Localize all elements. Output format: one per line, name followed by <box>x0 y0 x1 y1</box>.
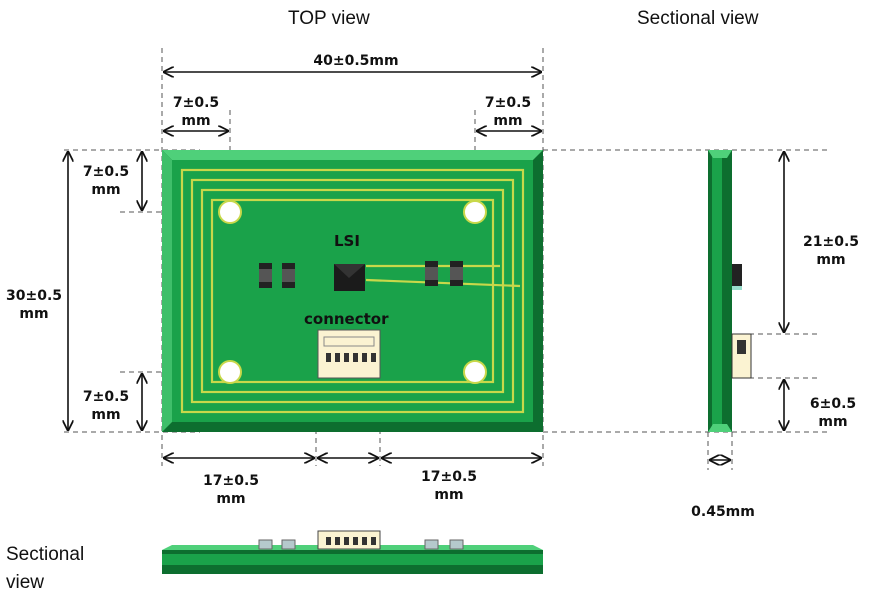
top-view-title: TOP view <box>288 8 370 29</box>
dim-left-hole-x-label: 7±0.5 mm <box>162 94 230 130</box>
dim-side-top-to-connector-unit: mm <box>816 252 846 268</box>
dim-left-to-connector-unit: mm <box>216 491 246 507</box>
dim-top-hole-y-value: 7±0.5 <box>82 164 130 180</box>
dim-side-top-to-connector-label: 21±0.5 mm <box>796 233 866 269</box>
dim-left-hole-x-unit: mm <box>181 113 211 129</box>
dim-connector-to-right-value: 17±0.5 <box>420 469 477 485</box>
dim-side-top-to-connector-value: 21±0.5 <box>802 234 859 250</box>
connector-label: connector <box>304 310 389 328</box>
sectional-view-title-bottom-line1: Sectional <box>6 544 85 565</box>
top-view-board <box>162 150 543 432</box>
bottom-section-board <box>162 530 543 574</box>
dim-left-hole-x-value: 7±0.5 <box>172 95 220 111</box>
lsi-chip <box>334 264 365 291</box>
connector-top <box>317 329 381 379</box>
sectional-view-title-bottom-line2: view <box>6 572 45 593</box>
smd-components <box>259 261 463 288</box>
dim-right-hole-x-value: 7±0.5 <box>484 95 532 111</box>
dim-connector-to-right-label: 17±0.5 mm <box>404 468 494 504</box>
dim-width-label: 40±0.5mm <box>313 53 399 69</box>
dim-right-hole-x-unit: mm <box>493 113 523 129</box>
dim-bottom-hole-y-label: 7±0.5 mm <box>74 388 138 424</box>
dimension-arrows <box>68 72 784 460</box>
dim-height-label: 30±0.5 mm <box>0 287 68 323</box>
antenna-coil <box>180 168 525 414</box>
mounting-holes <box>218 200 487 384</box>
dim-top-hole-y-unit: mm <box>91 182 121 198</box>
dim-height-value: 30±0.5 <box>5 288 62 304</box>
sectional-view-title-right: Sectional view <box>637 8 759 29</box>
sectional-view-title-bottom: Sectional view <box>6 541 84 597</box>
dim-right-hole-x-label: 7±0.5 mm <box>474 94 542 130</box>
dim-bottom-hole-y-value: 7±0.5 <box>82 389 130 405</box>
dim-left-to-connector-value: 17±0.5 <box>202 473 259 489</box>
dim-side-connector-height-label: 6±0.5 mm <box>800 395 866 431</box>
dim-thickness-label: 0.45mm <box>691 504 755 520</box>
dim-top-hole-y-label: 7±0.5 mm <box>74 163 138 199</box>
dim-connector-to-right-unit: mm <box>434 487 464 503</box>
dim-left-to-connector-label: 17±0.5 mm <box>186 472 276 508</box>
side-section-board <box>708 150 752 432</box>
dim-side-connector-height-value: 6±0.5 <box>809 396 857 412</box>
dim-bottom-hole-y-unit: mm <box>91 407 121 423</box>
dim-height-unit: mm <box>19 306 49 322</box>
dim-side-connector-height-unit: mm <box>818 414 848 430</box>
lsi-label: LSI <box>334 232 360 250</box>
